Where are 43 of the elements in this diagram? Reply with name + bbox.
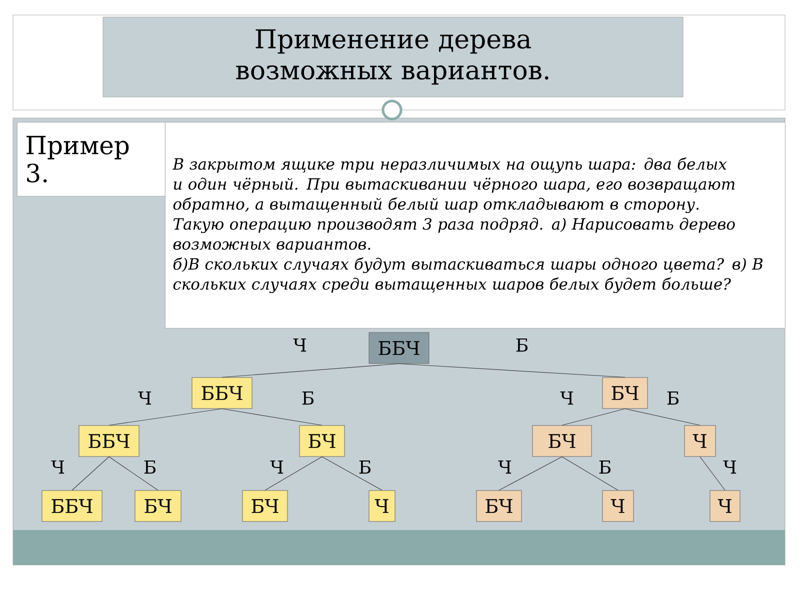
edge-label: Б	[359, 460, 371, 474]
tree-node: Ч	[602, 490, 634, 522]
title-box: Применение дерева возможных вариантов.	[102, 16, 684, 98]
tree-node: ББЧ	[42, 490, 102, 522]
edge-label: Б	[599, 460, 611, 474]
edge-label: Ч	[138, 391, 152, 405]
edge-label: Б	[516, 338, 528, 352]
edge-label: Ч	[270, 460, 284, 474]
tree-node: Ч	[368, 490, 396, 522]
branch-line	[700, 456, 726, 491]
branch-line	[398, 363, 626, 378]
edge-label: Ч	[560, 391, 574, 405]
edge-label: Б	[667, 391, 679, 405]
edge-label: Ч	[51, 460, 64, 474]
edge-label: Ч	[293, 338, 306, 352]
tree-node: БЧ	[134, 490, 182, 522]
branch-line	[624, 408, 700, 426]
tree-node: БЧ	[602, 377, 648, 409]
branch-line	[498, 456, 562, 491]
edge-label: Б	[302, 391, 314, 405]
branch-line	[562, 408, 626, 426]
branch-line	[264, 456, 322, 491]
tree-node: Ч	[710, 490, 740, 522]
branch-line	[222, 363, 400, 378]
example-label: Пример 3.	[17, 122, 166, 196]
branch-line	[108, 408, 222, 426]
tree-node: БЧ	[242, 490, 288, 522]
branch-line	[72, 456, 110, 491]
tree-node: БЧ	[532, 425, 592, 457]
tree-node: ББЧ	[192, 377, 252, 409]
tree-node: БЧ	[299, 425, 345, 457]
tree-node: БЧ	[476, 490, 522, 522]
edge-label: Ч	[723, 460, 736, 474]
problem-text-box: В закрытом ящике три неразличимых на ощупь шара: два белых и один чёрный. При вытаскивании чёрного шара, его возвращают обратно, а вытащенный белый шар откладывают в сторону. Такую операцию производят 3 раза подряд. а) Нарисовать дерево возможных вариантов. б)В скольких случаях будут вытаскиваться шары одного цвета? в) В скольких случаях среди вытащенных шаров белых будет больше?	[165, 122, 786, 328]
branch-line	[562, 456, 618, 491]
branch-line	[222, 408, 322, 426]
branch-line	[108, 456, 158, 491]
edge-label: Б	[144, 460, 156, 474]
tree-node: ББЧ	[78, 425, 140, 457]
branch-line	[322, 456, 382, 491]
tree-node: ББЧ	[368, 332, 430, 364]
tree-node: Ч	[684, 425, 716, 457]
edge-label: Ч	[498, 460, 512, 474]
